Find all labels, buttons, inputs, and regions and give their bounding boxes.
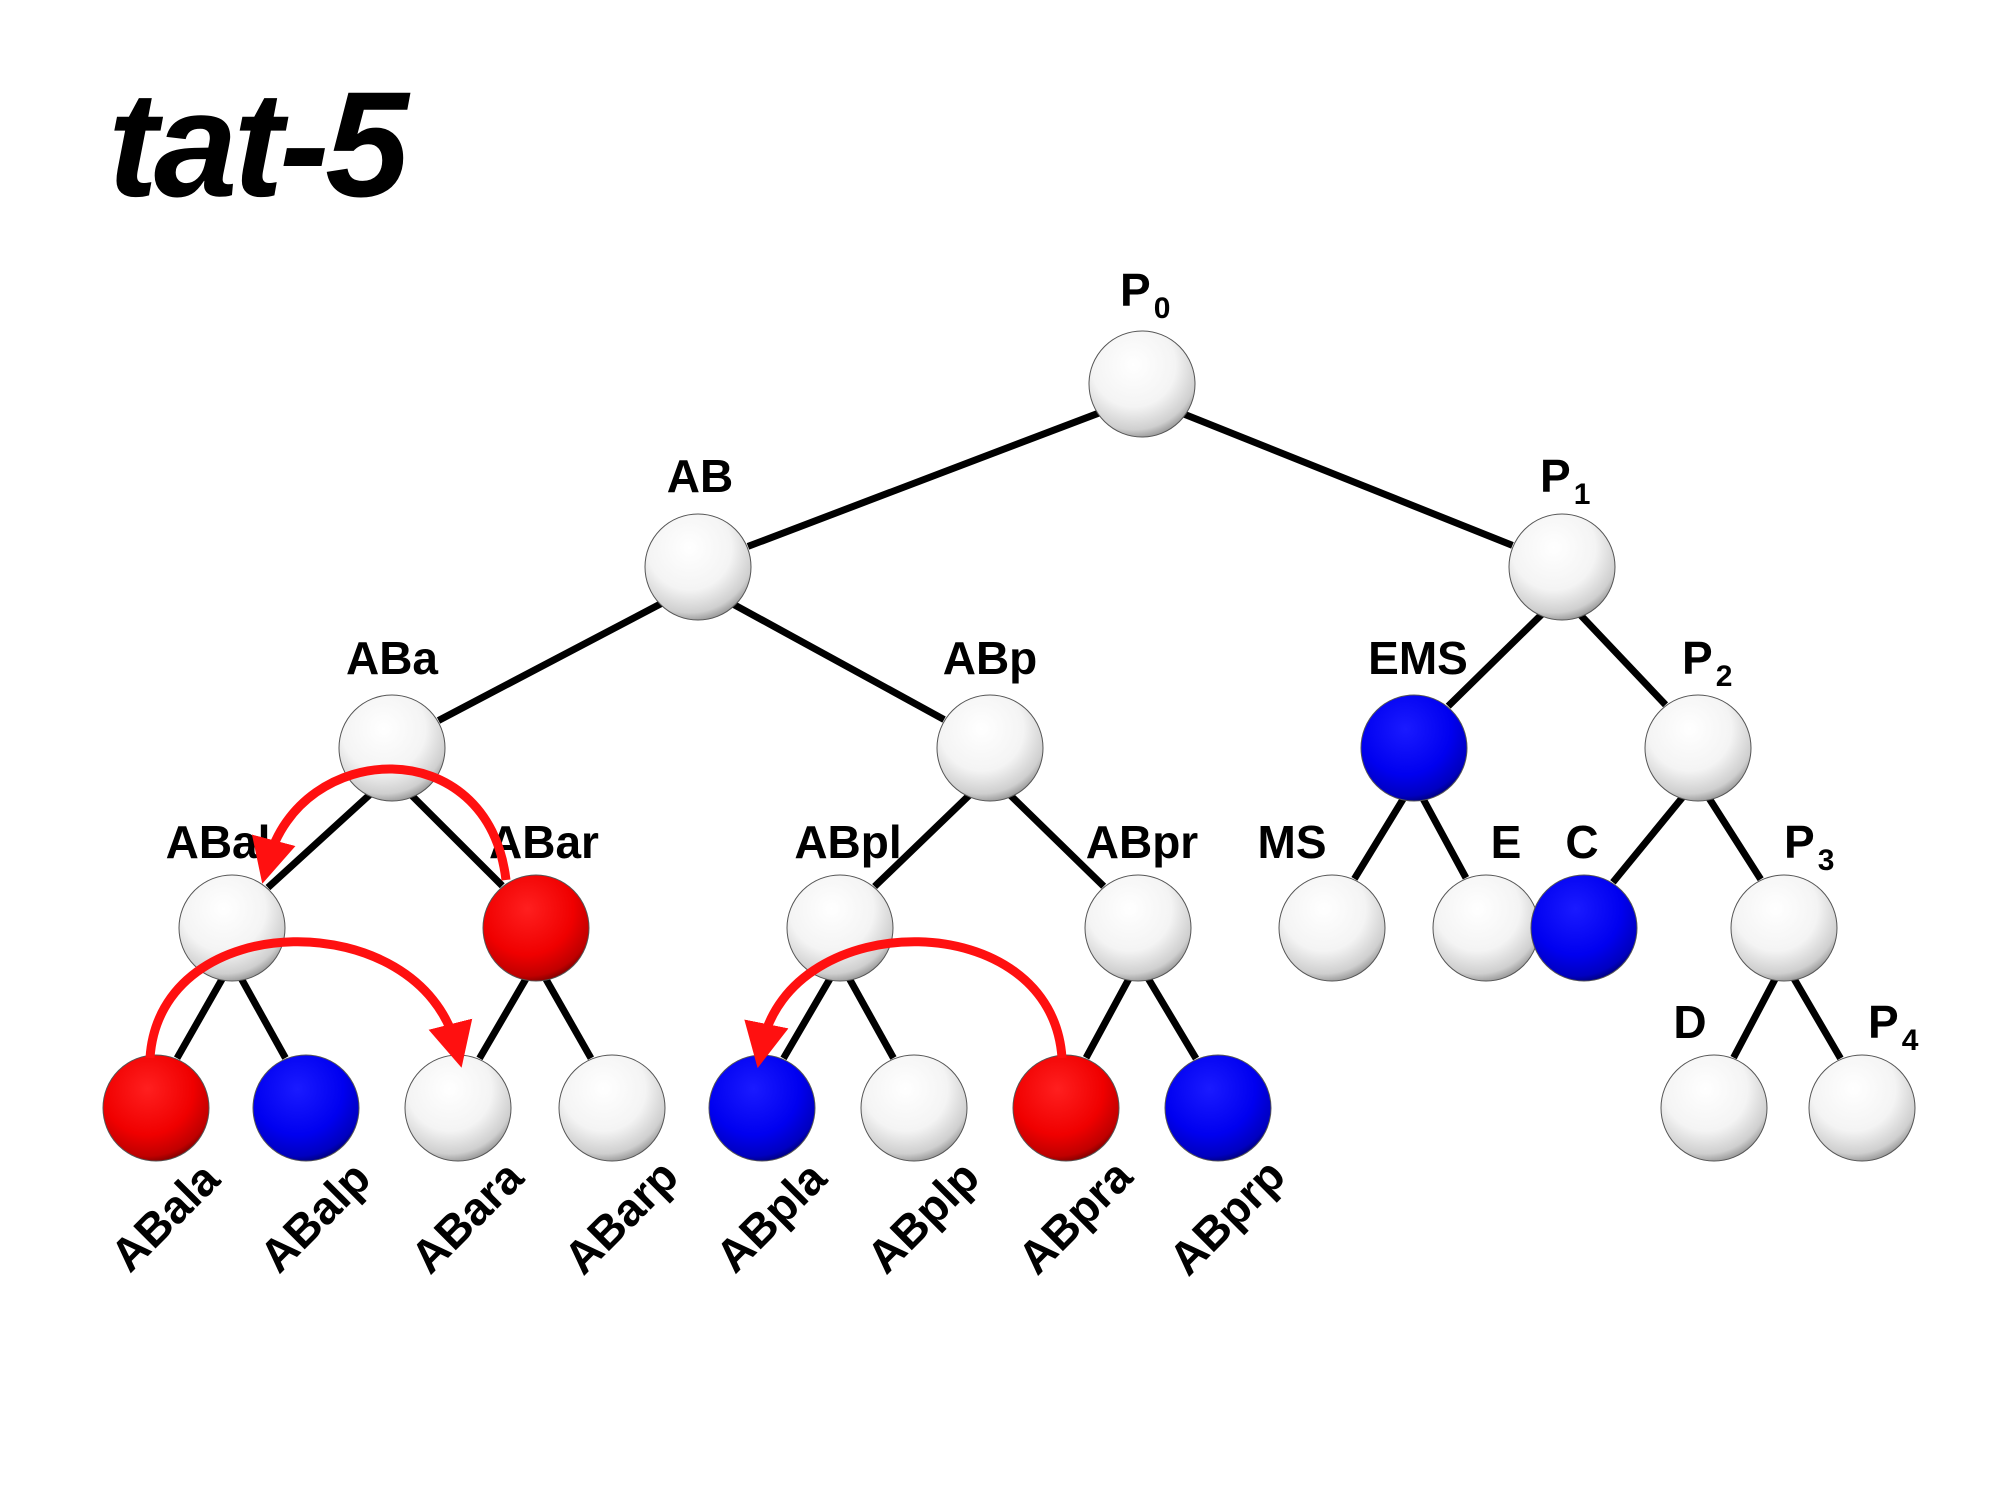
edge-abp-abpl	[872, 784, 981, 889]
cell-e	[1432, 874, 1540, 982]
cell-abpr	[1084, 874, 1192, 982]
label-abarp: ABarp	[554, 1150, 688, 1284]
cell-p4	[1808, 1054, 1916, 1162]
label-abprp: ABprp	[1159, 1149, 1295, 1285]
cell-abpla	[708, 1054, 816, 1162]
label-abpra: ABpra	[1008, 1149, 1143, 1284]
label-ms: MS	[1258, 816, 1327, 868]
label-abalp: ABalp	[249, 1151, 380, 1282]
cell-p1	[1508, 513, 1616, 621]
label-abal: ABal	[166, 816, 271, 868]
edge-abpr-abprp	[1142, 972, 1200, 1061]
cell-nodes	[102, 330, 1916, 1162]
label-abala: ABala	[100, 1152, 229, 1281]
cell-c	[1530, 874, 1638, 982]
cell-p0	[1088, 330, 1196, 438]
edge-p1-ems	[1445, 603, 1553, 709]
label-d: D	[1673, 996, 1706, 1048]
edge-p3-p4	[1788, 972, 1844, 1061]
edge-p0-p1	[1157, 400, 1514, 549]
label-ab: AB	[667, 450, 733, 502]
cell-ab	[644, 513, 752, 621]
arrow-abpra-to-abpla	[744, 937, 1067, 1069]
edge-p2-c	[1610, 788, 1691, 885]
cell-aba	[338, 694, 446, 802]
edge-ems-e	[1417, 793, 1469, 880]
edge-p0-ab	[746, 399, 1127, 550]
cell-ms	[1278, 874, 1386, 982]
label-abplp: ABplp	[856, 1150, 989, 1283]
cell-abala	[102, 1054, 210, 1162]
cell-abplp	[860, 1054, 968, 1162]
diagram-title: tat-5	[108, 60, 411, 228]
edge-abpr-abpra	[1083, 973, 1135, 1060]
edge-abal-abala	[173, 972, 228, 1060]
edge-p2-p3	[1703, 791, 1764, 882]
cell-d	[1660, 1054, 1768, 1162]
edge-abal-abalp	[235, 972, 289, 1060]
edge-abpl-abplp	[843, 972, 897, 1060]
edge-aba-abal	[265, 783, 383, 891]
cell-p3	[1730, 874, 1838, 982]
cell-p2	[1644, 694, 1752, 802]
label-abpr: ABpr	[1086, 816, 1199, 868]
edge-abar-abarp	[540, 972, 595, 1060]
cell-abpl	[786, 874, 894, 982]
cell-abalp	[252, 1054, 360, 1162]
edge-ab-abp	[712, 590, 946, 723]
label-abpl: ABpl	[794, 816, 901, 868]
edge-p1-p2	[1570, 604, 1669, 708]
label-abpla: ABpla	[705, 1151, 836, 1282]
edge-aba-abar	[401, 784, 505, 889]
cell-abp	[936, 694, 1044, 802]
cell-ems	[1360, 694, 1468, 802]
edge-abar-abara	[476, 972, 532, 1061]
label-e: E	[1491, 816, 1522, 868]
label-abar: ABar	[489, 816, 599, 868]
edge-ab-aba	[436, 589, 684, 724]
label-aba: ABa	[346, 632, 438, 684]
label-abp: ABp	[943, 632, 1038, 684]
arrow-abala-to-abara	[145, 937, 473, 1068]
arrow-abar-to-abal	[251, 764, 511, 884]
lineage-edges	[173, 399, 1844, 1061]
edge-ems-ms	[1351, 791, 1410, 881]
cell-abara	[404, 1054, 512, 1162]
edge-abp-abpr	[999, 784, 1107, 889]
edge-abpl-abpla	[780, 972, 836, 1061]
cell-abprp	[1164, 1054, 1272, 1162]
cell-abar	[482, 874, 590, 982]
cell-abpra	[1012, 1054, 1120, 1162]
cell-abal	[178, 874, 286, 982]
label-c: C	[1565, 816, 1598, 868]
signaling-arrows	[145, 764, 1067, 1069]
cell-abarp	[558, 1054, 666, 1162]
label-abara: ABara	[400, 1150, 533, 1283]
edge-p3-d	[1730, 973, 1781, 1060]
label-ems: EMS	[1368, 632, 1468, 684]
